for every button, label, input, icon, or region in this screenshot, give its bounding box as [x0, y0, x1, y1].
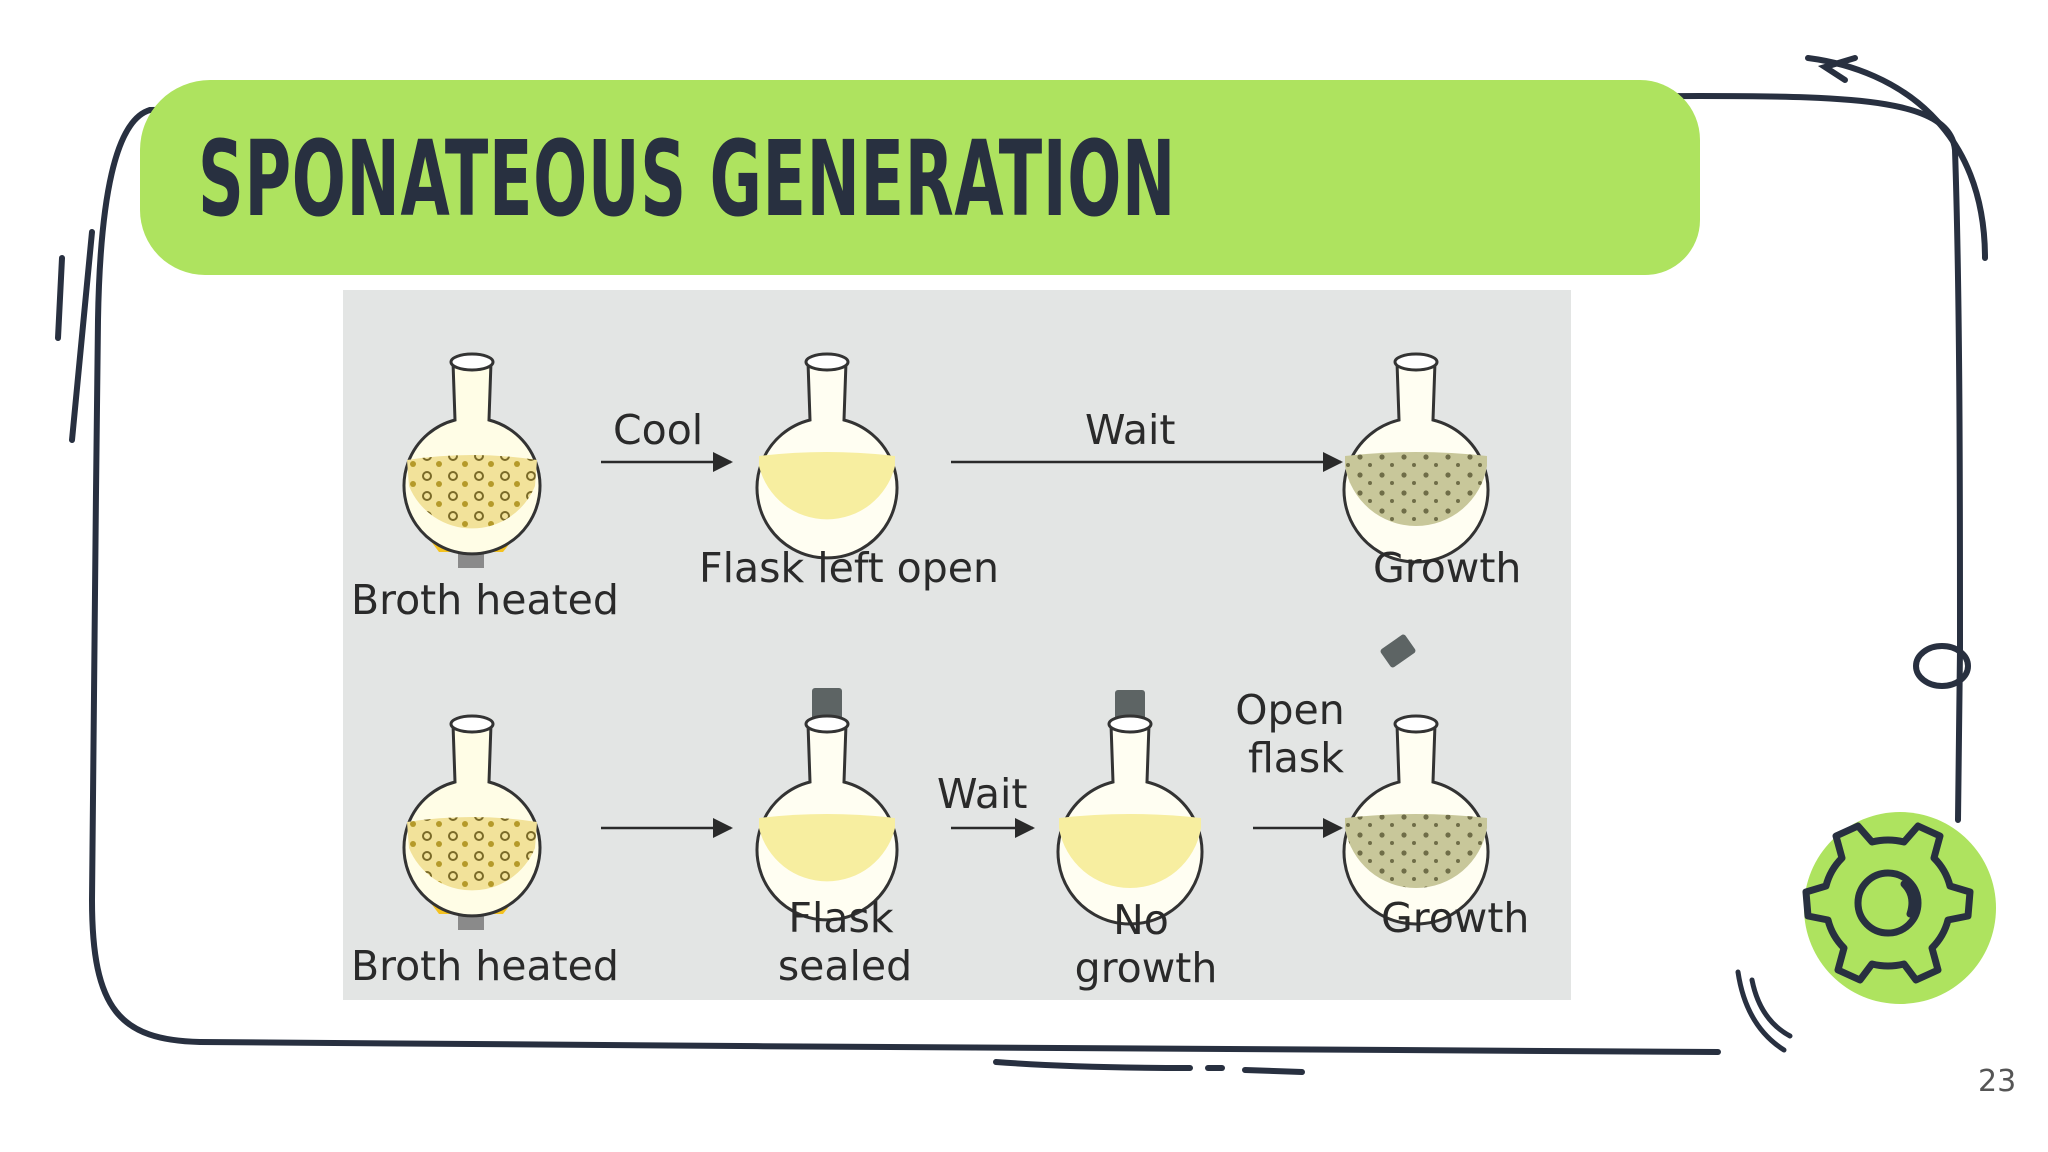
removed-cap [1380, 634, 1416, 668]
label-open-flask-line1: Open [1235, 686, 1345, 734]
label-growth-bottom: Growth [1381, 894, 1530, 942]
label-no-growth-line1: No [1113, 896, 1169, 944]
label-no-growth-line2: growth [1074, 944, 1218, 992]
flask-growth-top [1342, 352, 1490, 564]
label-flask-left-open: Flask left open [699, 544, 999, 592]
flask-broth-heated-bottom [402, 714, 542, 930]
page-number: 23 [1978, 1064, 2017, 1099]
label-cool: Cool [613, 406, 704, 454]
label-broth-heated-top: Broth heated [351, 576, 619, 624]
label-open-flask-line2: flask [1247, 734, 1345, 782]
label-broth-heated-bottom: Broth heated [351, 942, 619, 990]
title-highlight [140, 80, 1700, 275]
flask-no-growth-bottom [1056, 690, 1204, 926]
label-growth-top: Growth [1373, 544, 1522, 592]
frame-loop [1913, 643, 1971, 689]
flask-diagram-graphic [402, 352, 1490, 930]
flask-broth-heated-top [402, 352, 542, 568]
experiment-diagram: Broth heated Cool Flask left open Wait G… [343, 290, 1571, 1000]
flask-left-open-top [755, 352, 899, 560]
flask-growth-bottom [1342, 634, 1490, 926]
label-flask-sealed-line2: sealed [777, 942, 913, 990]
label-flask-sealed-line1: Flask [788, 894, 894, 942]
flask-sealed-bottom [755, 688, 899, 922]
label-wait-bottom: Wait [937, 770, 1028, 818]
label-wait-top: Wait [1085, 406, 1176, 454]
slide-title: SPONATEOUS GENERATION [198, 118, 1176, 240]
